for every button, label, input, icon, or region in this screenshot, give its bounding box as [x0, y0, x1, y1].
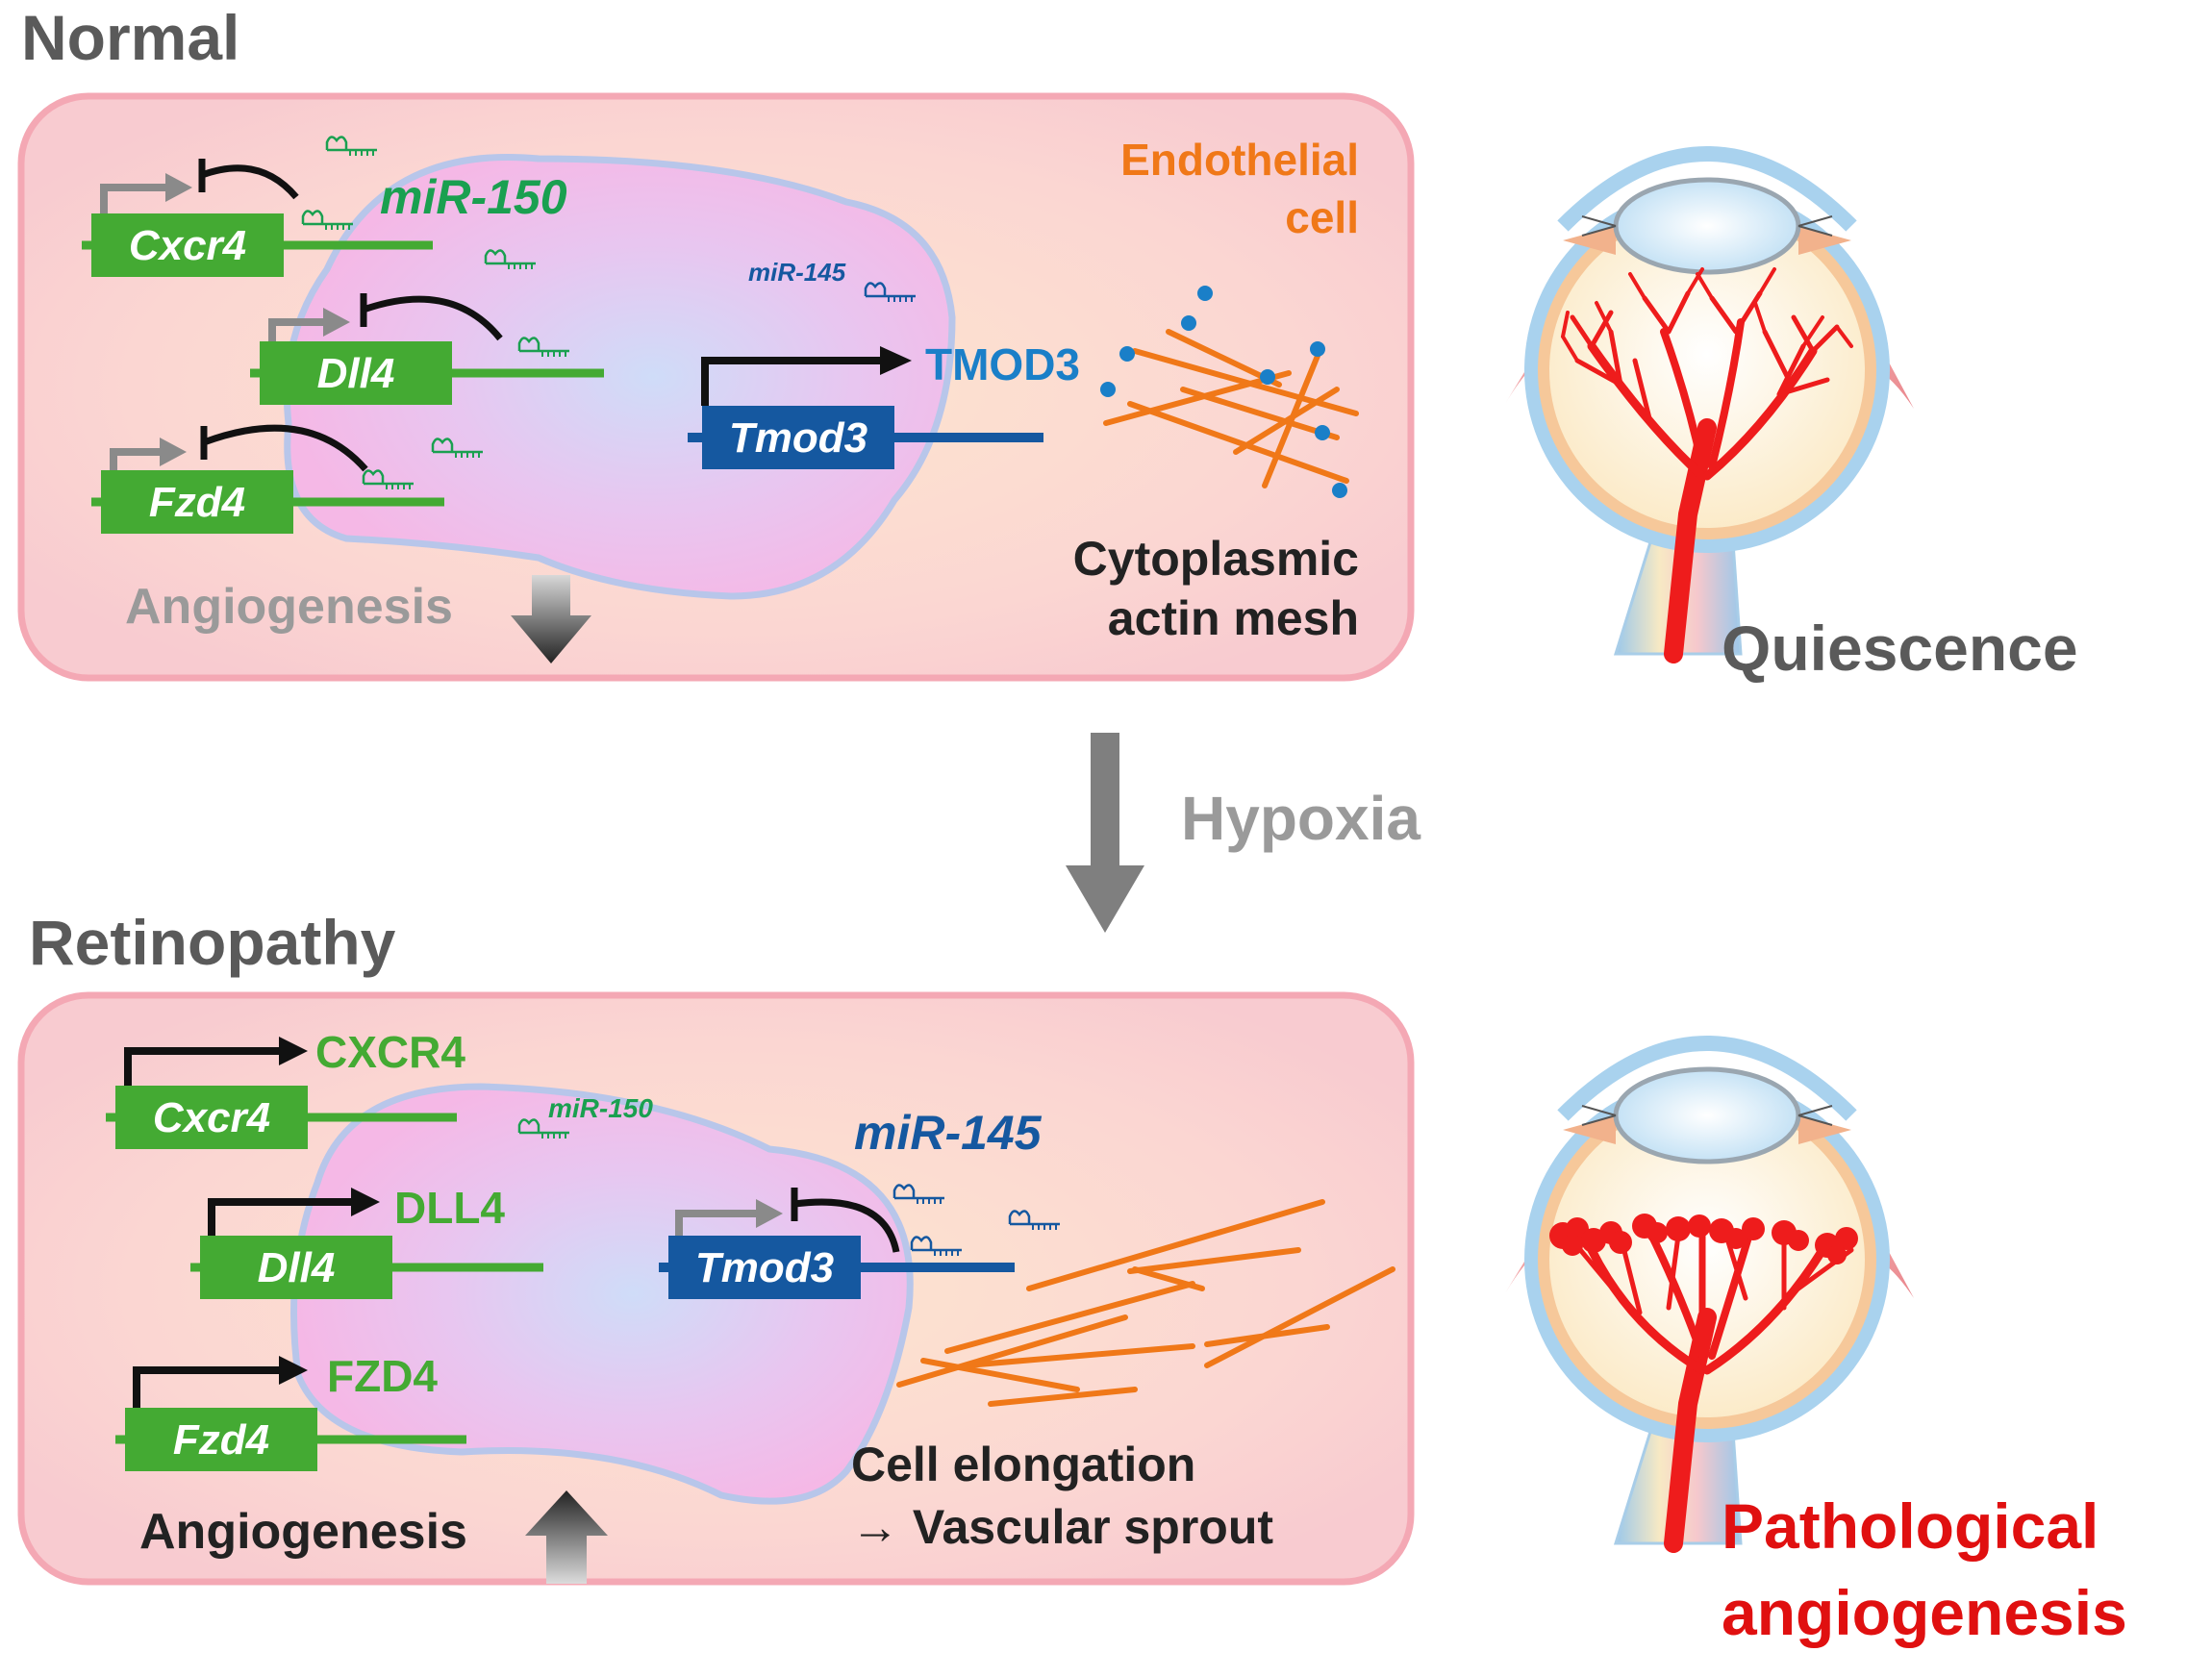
- inhibition-arc: [202, 424, 368, 472]
- arrowhead: [323, 308, 350, 337]
- gene-tmod3-normal: Tmod3: [688, 346, 1043, 469]
- nucleus-retinopathy: [290, 1083, 914, 1505]
- expression-arrow: [133, 1366, 284, 1408]
- gene-label: Cxcr4: [129, 222, 246, 269]
- gene-dll4-normal: Dll4: [250, 293, 604, 405]
- promoter-arrow: [268, 318, 327, 341]
- mir145-label-normal: miR-145: [748, 258, 846, 287]
- up-arrow-icon: [525, 1490, 608, 1584]
- promoter-arrow: [675, 1210, 760, 1236]
- inhibition-arc: [362, 295, 503, 341]
- protein-dll4: DLL4: [394, 1183, 505, 1233]
- angiogenesis-retinopathy: Angiogenesis: [139, 1504, 467, 1560]
- actin-mesh-normal: [1103, 329, 1359, 488]
- mesh-label-line2: actin mesh: [1108, 591, 1359, 645]
- promoter-arrow: [110, 448, 163, 470]
- elongation-label-line1: Cell elongation: [851, 1438, 1195, 1491]
- mesh-label-line1: Cytoplasmic: [1073, 532, 1359, 586]
- expression-arrow: [124, 1047, 284, 1086]
- mir150-label-retinopathy: miR-150: [548, 1093, 653, 1123]
- panel-title-retinopathy: Retinopathy: [29, 907, 396, 978]
- panel-title-normal: Normal: [21, 2, 239, 73]
- arrowhead: [756, 1199, 783, 1228]
- eye-pathological: [1505, 1043, 1914, 1553]
- gene-label: Tmod3: [729, 414, 867, 462]
- gene-label: Fzd4: [149, 479, 245, 526]
- protein-cxcr4: CXCR4: [315, 1027, 465, 1077]
- mir150-label-normal: miR-150: [380, 170, 567, 224]
- neovascular-tufts: [1549, 1214, 1858, 1264]
- gene-tmod3-retinopathy: Tmod3: [659, 1188, 1015, 1299]
- gene-cxcr4-normal: Cxcr4: [82, 159, 433, 277]
- hypoxia-arrow-icon: [1066, 733, 1144, 933]
- down-arrow-icon: [511, 575, 591, 663]
- gene-fzd4-retinopathy: Fzd4: [115, 1356, 466, 1471]
- gene-label: Tmod3: [695, 1244, 834, 1291]
- gene-fzd4-normal: Fzd4: [91, 424, 444, 534]
- arrowhead: [279, 1356, 308, 1385]
- angiogenesis-normal: Angiogenesis: [125, 579, 453, 635]
- inhibition-arc: [200, 164, 299, 200]
- eye-state-normal: Quiescence: [1722, 613, 2078, 684]
- arrowhead: [160, 438, 187, 466]
- eye-state-line2: angiogenesis: [1722, 1577, 2127, 1648]
- gene-label: Cxcr4: [153, 1094, 270, 1141]
- eye-normal: [1505, 154, 1914, 663]
- protein-fzd4: FZD4: [327, 1351, 438, 1401]
- actin-fibers-elongated: [896, 1199, 1395, 1407]
- expression-arrow: [208, 1198, 356, 1236]
- gene-label: Dll4: [258, 1244, 336, 1291]
- arrowhead: [880, 346, 912, 375]
- arrowhead: [165, 173, 192, 202]
- arrowhead: [279, 1037, 308, 1065]
- elongation-label-line2: → Vascular sprout: [851, 1500, 1273, 1554]
- gene-cxcr4-retinopathy: Cxcr4: [106, 1037, 457, 1149]
- retinal-vessels-normal: [1561, 267, 1853, 663]
- gene-dll4-retinopathy: Dll4: [190, 1188, 543, 1299]
- mir145-label-retinopathy: miR-145: [854, 1106, 1043, 1160]
- eye-state-line1: Pathological: [1722, 1490, 2099, 1562]
- cell-label-line1: Endothelial: [1120, 135, 1359, 185]
- expression-arrow: [701, 357, 885, 406]
- arrowhead: [351, 1188, 380, 1216]
- tmod3-dots: [1100, 286, 1347, 498]
- gene-label: Fzd4: [173, 1416, 269, 1464]
- inhibition-arc: [793, 1198, 900, 1253]
- hypoxia-label: Hypoxia: [1181, 784, 1420, 853]
- gene-label: Dll4: [317, 350, 395, 397]
- promoter-arrow: [100, 184, 168, 213]
- protein-tmod3: TMOD3: [925, 339, 1080, 389]
- retinal-vessels-pathological: [1570, 1227, 1854, 1553]
- cell-label-line2: cell: [1285, 192, 1359, 242]
- nucleus-normal: [283, 153, 956, 600]
